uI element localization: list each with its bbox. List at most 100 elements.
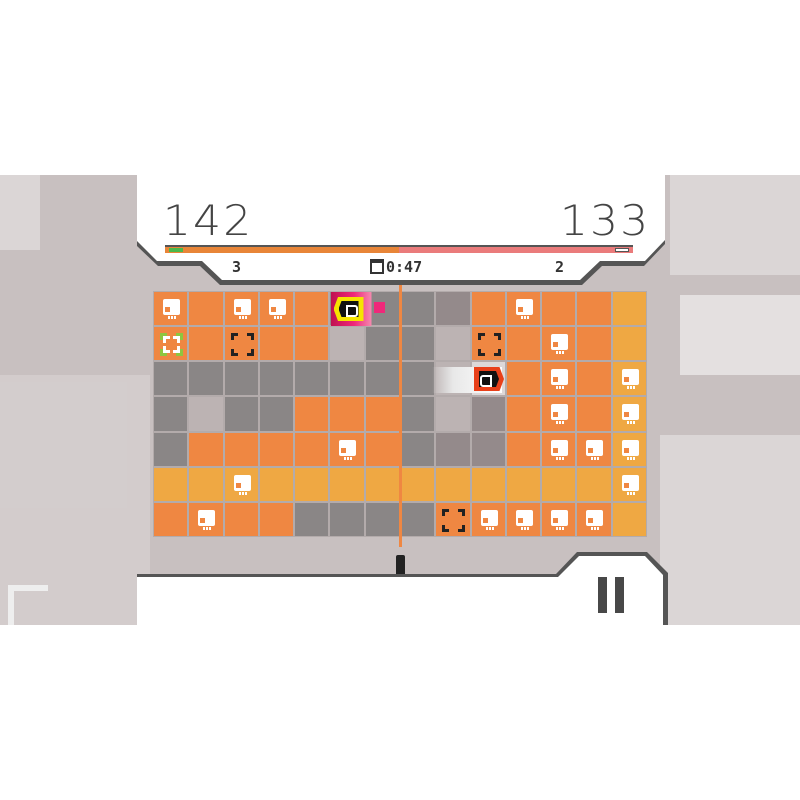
skull-icon — [233, 474, 251, 495]
tile — [436, 397, 470, 431]
tile — [612, 327, 646, 361]
tile — [506, 502, 541, 536]
tile — [542, 432, 576, 466]
cannon-icon — [396, 555, 405, 577]
tile — [612, 397, 646, 431]
tile — [295, 327, 329, 361]
tile — [259, 327, 294, 361]
tile — [224, 467, 258, 501]
tile — [400, 327, 435, 361]
right-count: 2 — [555, 258, 565, 276]
tile — [471, 327, 505, 361]
tile — [577, 467, 611, 501]
tile — [259, 432, 294, 466]
tile — [365, 397, 399, 431]
tile — [330, 362, 364, 396]
tile — [154, 327, 188, 361]
left-score: 142 — [162, 196, 254, 245]
tile — [506, 397, 541, 431]
tile — [542, 502, 576, 536]
tile — [330, 502, 364, 536]
tile — [365, 327, 399, 361]
tile — [400, 397, 435, 431]
skull-icon — [586, 439, 604, 460]
red-player-icon — [474, 367, 504, 391]
pause-button[interactable] — [598, 577, 628, 613]
bg-block — [0, 175, 40, 250]
skull-icon — [480, 509, 498, 530]
tile — [154, 292, 188, 326]
tile — [542, 467, 576, 501]
tile — [189, 467, 223, 501]
tile — [471, 502, 505, 536]
target-icon — [160, 333, 183, 357]
skull-icon — [268, 299, 286, 319]
tile — [365, 432, 399, 466]
skull-icon — [551, 369, 569, 390]
pause-icon — [615, 577, 624, 613]
left-marker — [169, 248, 183, 252]
tile — [400, 292, 435, 326]
tile — [154, 397, 188, 431]
tile — [506, 292, 541, 326]
tile — [365, 467, 399, 501]
skull-icon — [163, 299, 180, 319]
target-icon — [442, 508, 466, 532]
tile — [295, 292, 329, 326]
skull-icon — [551, 509, 569, 530]
tile — [471, 397, 505, 431]
tile — [295, 502, 329, 536]
tile — [471, 432, 505, 466]
target-icon — [230, 333, 254, 357]
skull-icon — [339, 439, 357, 460]
left-count: 3 — [232, 258, 242, 276]
tile — [436, 327, 470, 361]
skull-icon — [621, 474, 639, 495]
bg-block — [680, 295, 800, 375]
tile — [259, 502, 294, 536]
tile — [154, 432, 188, 466]
tile — [436, 502, 470, 536]
target-icon — [477, 333, 501, 357]
right-marker — [615, 248, 629, 252]
tile — [189, 362, 223, 396]
pink-player-icon — [333, 297, 364, 321]
tile — [471, 292, 505, 326]
tile — [612, 467, 646, 501]
skull-icon — [621, 404, 639, 425]
tile — [542, 327, 576, 361]
skull-icon — [621, 439, 639, 460]
tile — [189, 432, 223, 466]
tile — [542, 292, 576, 326]
tile — [612, 502, 646, 536]
tile — [400, 467, 435, 501]
bg-bracket — [8, 585, 48, 625]
bg-block — [0, 375, 150, 625]
tile — [436, 292, 470, 326]
bomb-timer-icon — [370, 259, 384, 274]
tile — [154, 467, 188, 501]
tile — [436, 432, 470, 466]
laser-beam — [399, 283, 402, 547]
tile — [577, 362, 611, 396]
tile — [295, 362, 329, 396]
skull-icon — [515, 299, 533, 319]
right-score: 133 — [559, 196, 651, 245]
tile — [542, 397, 576, 431]
tile — [224, 362, 258, 396]
timer: 0:47 — [386, 258, 423, 276]
tile — [506, 327, 541, 361]
tile — [259, 467, 294, 501]
tile — [612, 292, 646, 326]
tile — [577, 397, 611, 431]
tile — [471, 467, 505, 501]
bg-block — [660, 435, 800, 625]
tile — [224, 292, 258, 326]
skull-icon — [551, 334, 569, 355]
tile — [295, 432, 329, 466]
tile — [224, 397, 258, 431]
tile — [577, 432, 611, 466]
tile — [189, 327, 223, 361]
tile — [612, 432, 646, 466]
tile — [365, 502, 399, 536]
